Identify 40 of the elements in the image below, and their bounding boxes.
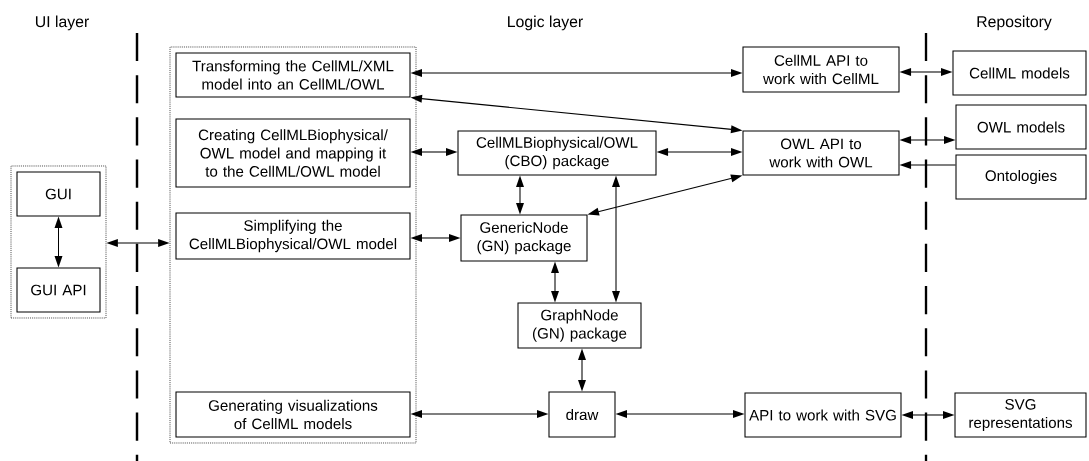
arrow [516, 175, 524, 215]
process-box: Ontologies [955, 154, 1087, 200]
arrow [578, 348, 586, 392]
process-box: GraphNode (GN) package [517, 302, 642, 349]
group-frame [10, 165, 107, 319]
arrow [410, 234, 461, 242]
layer-label: Repository [977, 15, 1052, 31]
arrow [410, 94, 743, 134]
process-box: OWL models [955, 104, 1087, 150]
process-box: GUI API [16, 267, 101, 313]
process-box: CellML API to work with CellML [742, 46, 900, 93]
group-frame [169, 46, 417, 444]
arrow [410, 69, 743, 77]
process-box: Creating CellMLBiophysical/ OWL model and mapping it to the CellML/OWL model [175, 118, 411, 188]
process-box: CellML models [952, 50, 1087, 96]
process-box: OWL API to work with OWL [742, 130, 900, 176]
arrow [899, 136, 956, 144]
arrow [54, 216, 63, 268]
arrow [901, 411, 955, 419]
process-box: draw [548, 391, 616, 438]
process-box: API to work with SVG [744, 392, 902, 438]
arrow [656, 148, 743, 156]
arrow [410, 410, 549, 418]
arrow [410, 148, 458, 156]
process-box: GenericNode (GN) package [460, 214, 588, 262]
arrow [551, 261, 559, 303]
layer-label: Logic layer [508, 15, 583, 31]
arrow [612, 175, 620, 303]
layer-label: UI layer [35, 15, 89, 31]
process-box: Generating visualizations of CellML models [175, 391, 411, 438]
arrow [899, 68, 953, 76]
process-box: CellMLBiophysical/OWL (CBO) package [457, 130, 657, 176]
process-box: GUI [16, 171, 101, 217]
arrow [587, 174, 743, 216]
process-box: Transforming the CellML/XML model into an CellML/OWL [175, 52, 411, 98]
arrow [615, 410, 745, 418]
process-box: Simplifying the CellMLBiophysical/OWL model [175, 212, 411, 260]
process-box: SVG representations [954, 392, 1087, 438]
arrow [899, 161, 956, 169]
arrow [106, 239, 170, 247]
